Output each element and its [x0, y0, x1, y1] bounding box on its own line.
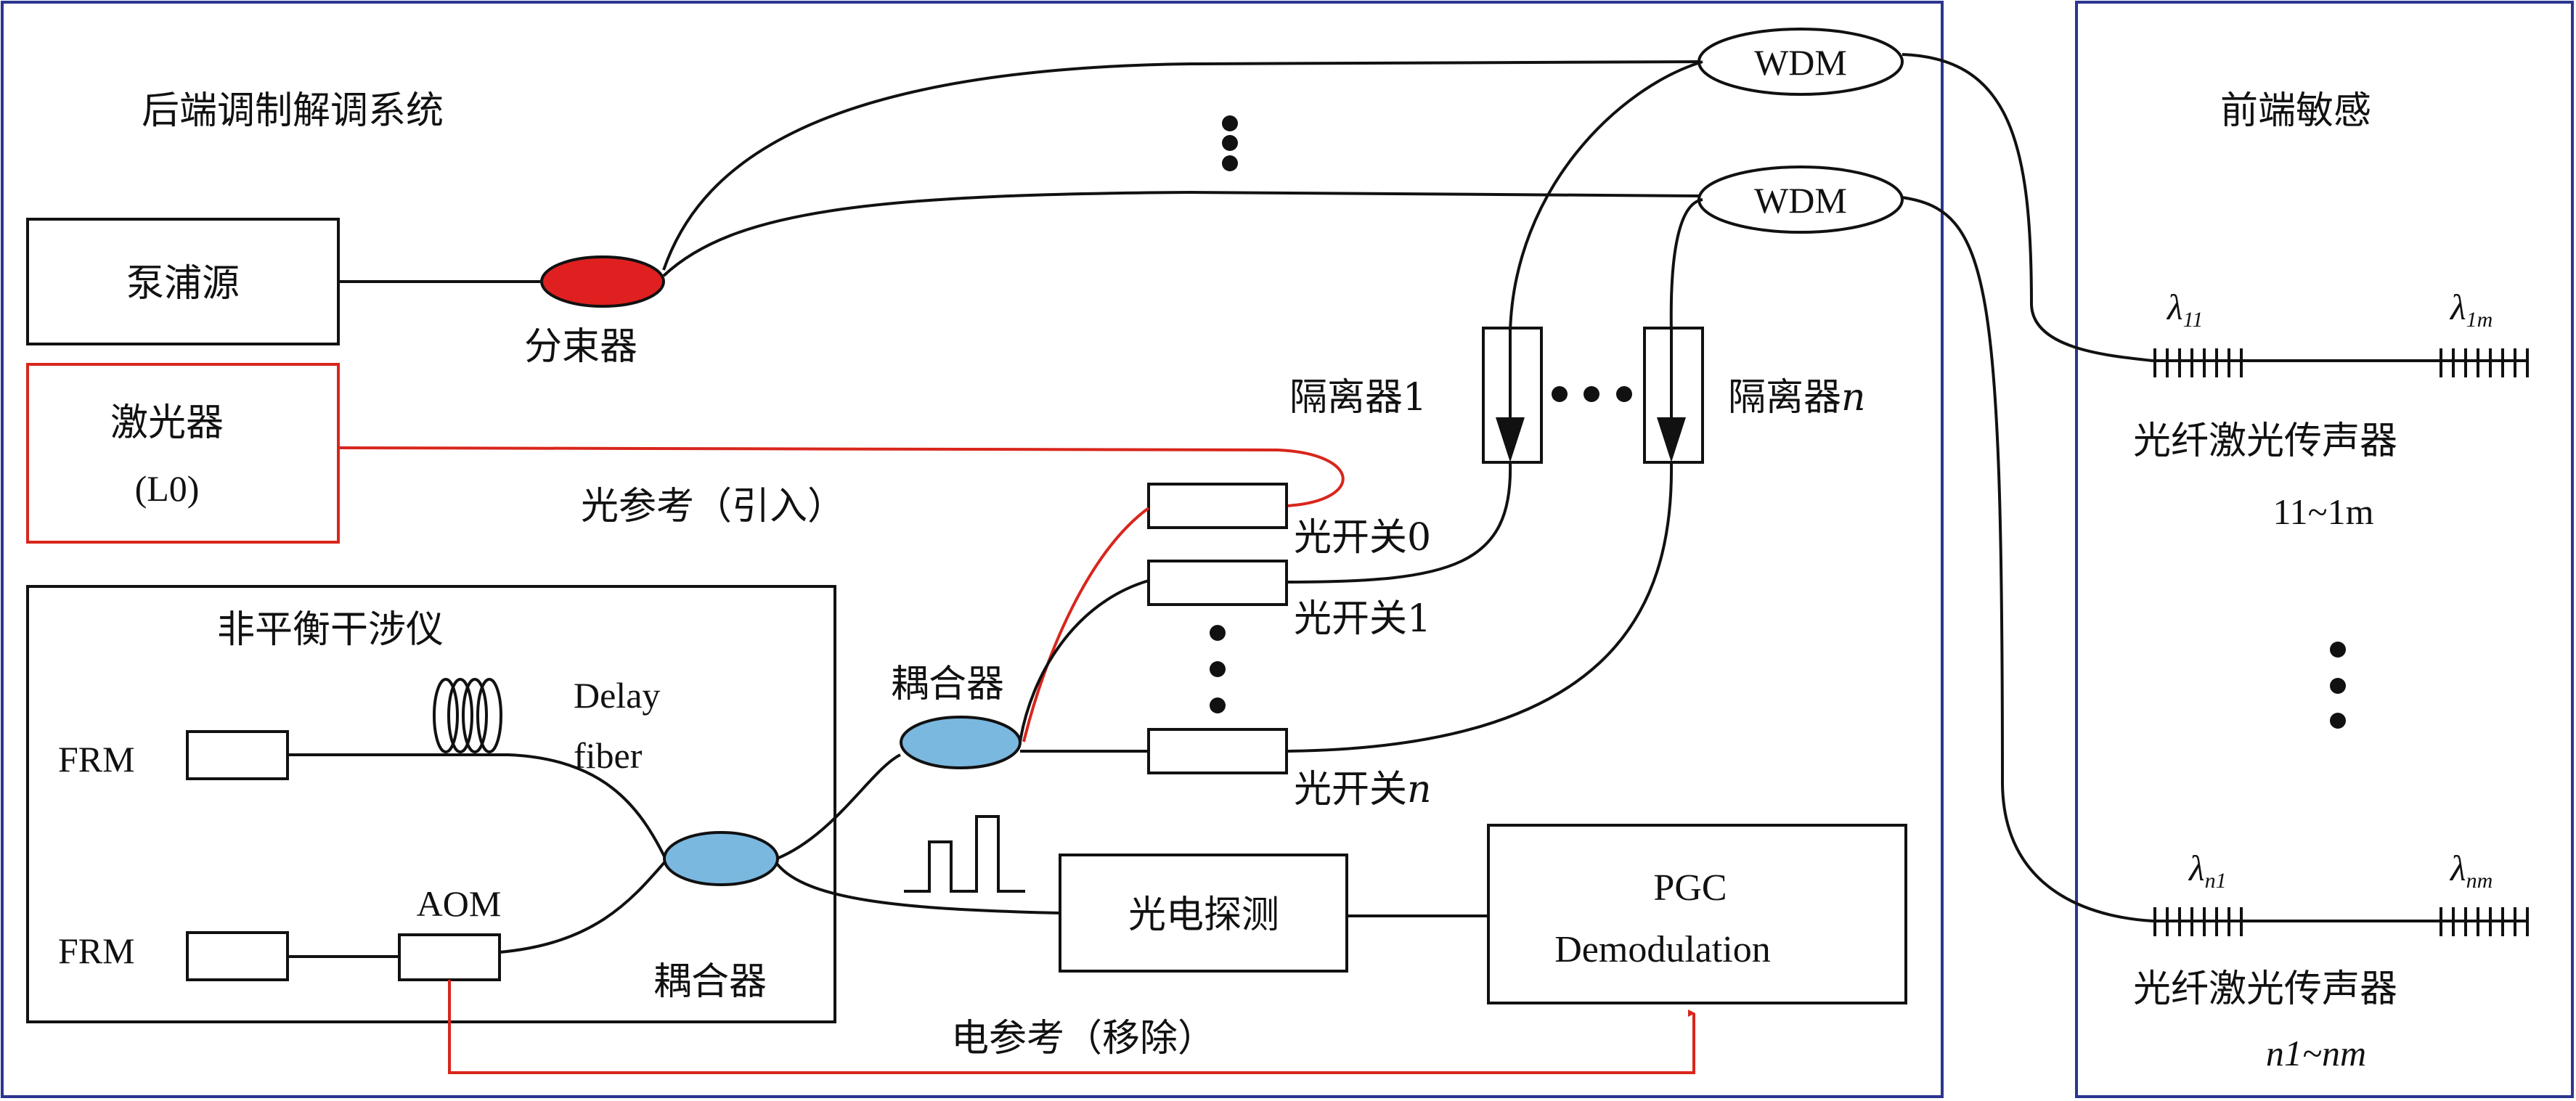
laser-code-label: (L0)	[135, 468, 200, 509]
splitter-to-wdm-top-fiber	[662, 60, 1707, 271]
sensor-bottom-lambda-left: λn1	[2188, 848, 2227, 893]
isolator-n-arrow-head	[1657, 417, 1686, 462]
backend-frame	[1, 1, 1944, 1098]
pgc-demodulation-box	[1487, 824, 1907, 1004]
electrical-reference-wire	[448, 980, 1695, 1074]
wdm-top-to-sensor-top-fiber	[1902, 53, 2153, 362]
pulse-waveform-icon	[904, 815, 1025, 893]
pgc-label: PGC	[1653, 867, 1727, 909]
isolatorn-to-switchn-fiber	[1286, 462, 1674, 753]
sensor-bottom-name: 光纤激光传声器	[2133, 967, 2397, 1011]
ellipsis-dot	[2330, 642, 2346, 658]
interferometer-title: 非平衡干涉仪	[217, 608, 444, 652]
sensor-top-grating-left	[2153, 348, 2247, 377]
frm-top-box	[186, 730, 289, 780]
sensor-top-name: 光纤激光传声器	[2133, 419, 2397, 463]
ellipsis-dot	[1222, 135, 1238, 151]
optical-reference-fiber	[338, 446, 1345, 507]
frm-top-arm-fiber	[288, 753, 666, 857]
interferometer-coupler-label: 耦合器	[653, 960, 767, 1004]
sensor-bottom-grating-left	[2153, 907, 2247, 936]
ellipsis-dot	[1210, 625, 1226, 641]
wdm-bottom-to-sensor-bottom-fiber	[1902, 196, 2153, 922]
interferometer-to-coupler2-fiber	[776, 753, 901, 860]
optical-switch-1	[1147, 560, 1288, 606]
frontend-frame	[2075, 1, 2574, 1098]
frm-bottom-box	[186, 931, 289, 981]
optical-switch-1-label: 光开关1	[1294, 597, 1431, 641]
ellipsis-dot	[1616, 386, 1632, 402]
laser-box	[26, 363, 340, 544]
isolator-n-label: 隔离器n	[1728, 376, 1866, 419]
frm-bottom-label: FRM	[58, 930, 135, 971]
sensor-top-grating-right	[2438, 348, 2529, 377]
demodulation-label: Demodulation	[1554, 929, 1771, 970]
sensor-bottom-grating-right	[2438, 907, 2529, 936]
ellipsis-dot	[1583, 386, 1599, 402]
aom-box	[398, 933, 501, 981]
isolator1-to-switch1-fiber	[1286, 462, 1512, 584]
ellipsis-dot	[1210, 697, 1226, 713]
switch0-to-coupler-red-fiber	[1022, 507, 1150, 742]
splitter-label: 分束器	[524, 325, 637, 369]
optical-reference-label: 光参考（引入）	[581, 485, 845, 528]
isolator-1-arrow-head	[1496, 417, 1525, 462]
sensor-top-lambda-left: λ11	[2166, 287, 2203, 332]
frontend-title: 前端敏感	[2220, 89, 2371, 133]
sensor-top-lambda-right: λ1m	[2449, 287, 2493, 332]
photodetector-label: 光电探测	[1128, 893, 1279, 937]
interferometer-to-photodetector-fiber	[775, 862, 1061, 914]
sensor-bottom-lambda-right: λnm	[2449, 848, 2493, 893]
aom-arm-fiber	[499, 859, 668, 954]
optical-switch-n-label: 光开关n	[1294, 768, 1432, 811]
sensor-top-range: 11~1m	[2273, 491, 2373, 532]
photodetector-box	[1059, 854, 1348, 973]
delay-fiber-label-1: Delay	[574, 675, 660, 716]
optical-switch-0	[1147, 483, 1288, 529]
ellipsis-dot	[2330, 713, 2346, 729]
splitter	[540, 255, 665, 308]
wdm-bottom-to-isolatorn-fiber	[1669, 198, 1703, 333]
coupler-2-label: 耦合器	[891, 663, 1004, 706]
aom-label: AOM	[417, 883, 502, 924]
isolator-1-label: 隔离器1	[1289, 376, 1427, 419]
pump-source-box	[26, 218, 340, 345]
interferometer-coupler	[663, 831, 779, 886]
wdm-top-to-isolator1-fiber	[1509, 60, 1703, 333]
ellipsis-dot	[1222, 115, 1238, 131]
ellipsis-dot	[1210, 661, 1226, 677]
pump-source-label: 泵浦源	[126, 262, 240, 306]
electrical-reference-label: 电参考（移除）	[951, 1017, 1215, 1060]
optical-switch-0-label: 光开关0	[1294, 516, 1431, 560]
delay-fiber-coil	[433, 678, 502, 753]
delay-fiber-label-2: fiber	[574, 735, 643, 776]
backend-title: 后端调制解调系统	[142, 89, 444, 133]
wdm-top-label: WDM	[1754, 42, 1847, 83]
sensor-bottom-range: n1~nm	[2266, 1033, 2366, 1073]
optical-switch-n	[1147, 728, 1288, 774]
wdm-bottom-label: WDM	[1754, 180, 1847, 221]
ellipsis-dot	[1222, 155, 1238, 171]
laser-label: 激光器	[110, 401, 224, 445]
coupler-2	[900, 716, 1022, 769]
ellipsis-dot	[1552, 386, 1568, 402]
ellipsis-dot	[2330, 678, 2346, 694]
switch1-to-coupler-fiber	[1019, 579, 1149, 742]
frm-top-label: FRM	[58, 739, 135, 779]
splitter-to-wdm-bottom-fiber	[662, 190, 1703, 277]
